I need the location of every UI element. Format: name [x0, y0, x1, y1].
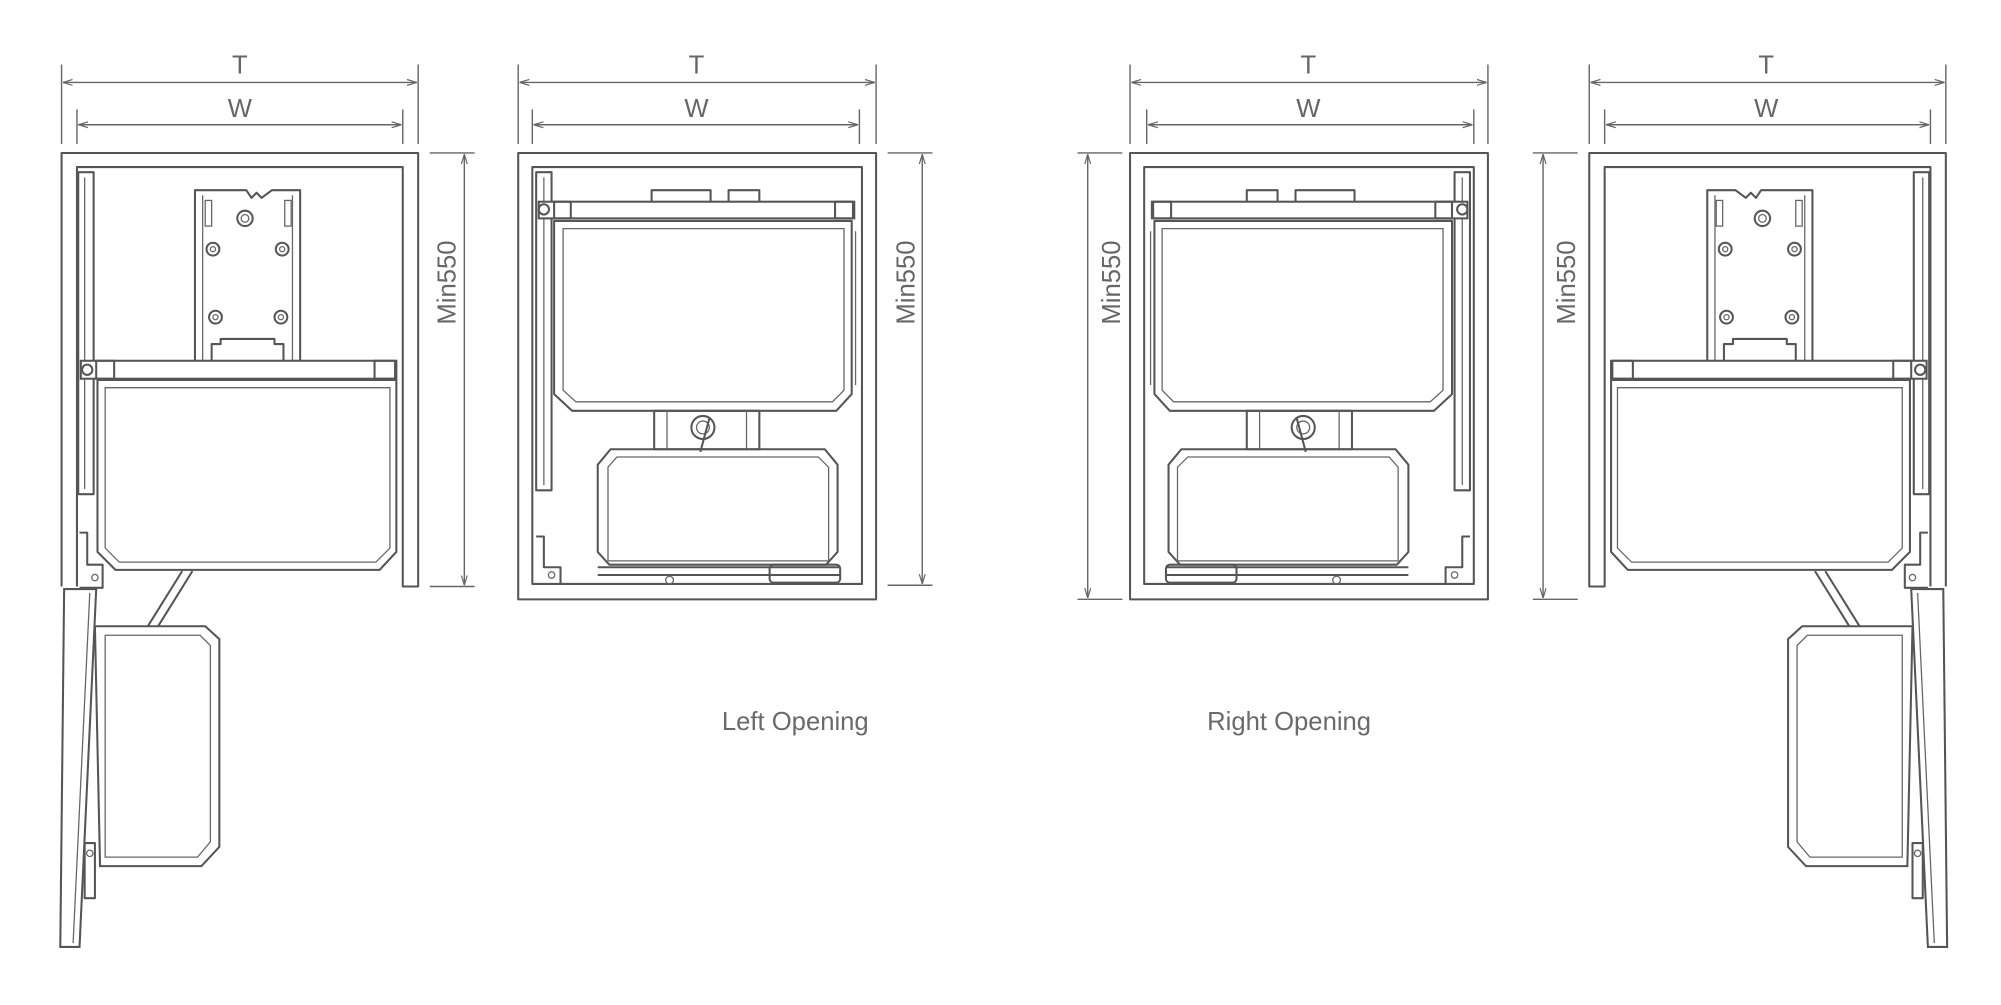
dim-height-label: Min550: [1098, 240, 1126, 324]
diagram-right-open-door: T W Min550: [1532, 51, 1949, 948]
dimension-lines: [517, 64, 933, 586]
caption-left-opening: Left Opening: [722, 708, 869, 736]
dimension-lines: [60, 64, 475, 588]
diagram-right-closed: T W Min550: [1077, 51, 1489, 601]
dimension-lines: [1532, 64, 1947, 601]
cabinet-drawing: [59, 151, 420, 948]
diagram-left-open-door: T W Min550: [59, 51, 475, 948]
cabinet-drawing: [1588, 151, 1949, 948]
diagram-left-closed: T W Min550: [517, 51, 933, 601]
dim-w-label: W: [228, 95, 253, 123]
dim-t-label: T: [1301, 51, 1317, 79]
dim-height-label: Min550: [1553, 240, 1581, 324]
dim-w-label: W: [1296, 95, 1321, 123]
dimension-lines: [1077, 64, 1489, 601]
dim-height-label: Min550: [893, 240, 921, 324]
dim-t-label: T: [689, 51, 705, 79]
dim-height-label: Min550: [433, 240, 461, 324]
dim-t-label: T: [1758, 51, 1774, 79]
dim-w-label: W: [684, 95, 709, 123]
caption-right-opening: Right Opening: [1207, 708, 1371, 736]
cabinet-drawing: [517, 151, 878, 601]
dim-t-label: T: [232, 51, 248, 79]
cabinet-drawing: [1129, 151, 1489, 601]
dim-w-label: W: [1754, 95, 1779, 123]
